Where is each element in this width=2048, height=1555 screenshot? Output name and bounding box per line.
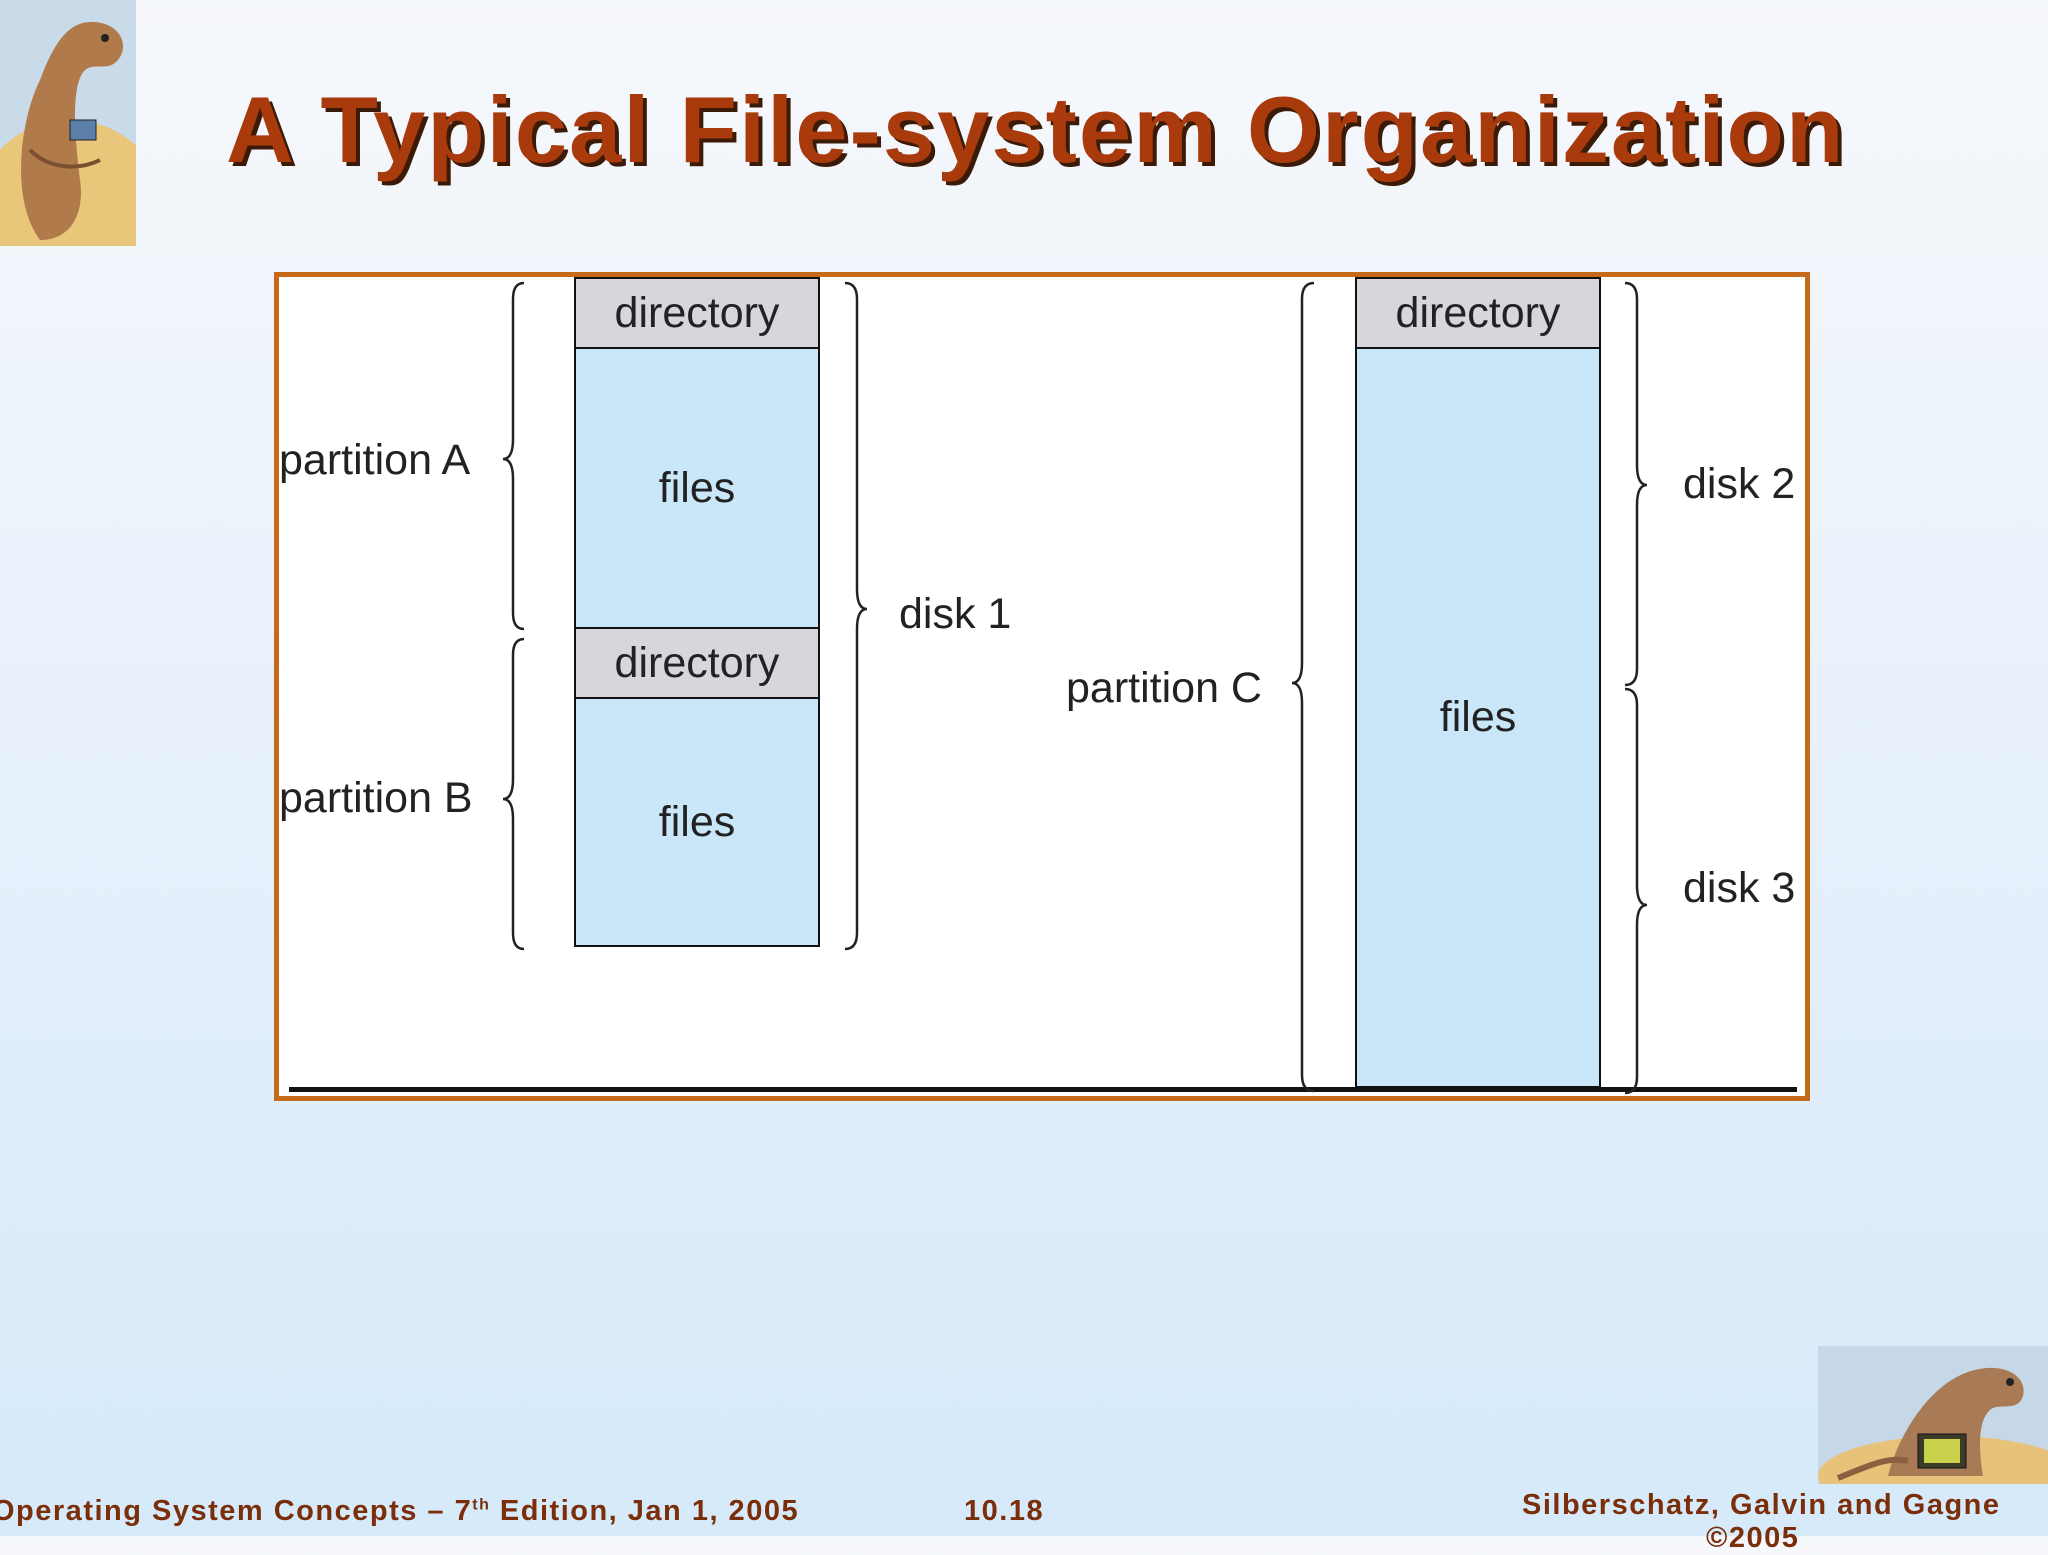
frame-bottom-line xyxy=(289,1087,1797,1092)
partition-c-directory: directory xyxy=(1355,277,1601,349)
partition-b-files: files xyxy=(574,697,820,947)
slide-title: A Typical File-system Organization xyxy=(226,77,1846,182)
disk-2-brace xyxy=(1624,281,1648,687)
dinosaur-mascot-bottom-icon xyxy=(1818,1346,2048,1484)
footer-book-title-suffix: Edition, Jan 1, 2005 xyxy=(490,1495,800,1527)
partition-a-files-label: files xyxy=(658,463,736,512)
footer-book-title-prefix: Operating System Concepts – 7 xyxy=(0,1495,473,1527)
disk-3-brace xyxy=(1624,687,1648,1095)
dinosaur-mascot-top-icon xyxy=(0,0,136,246)
footer-book-title: Operating System Concepts – 7th Edition,… xyxy=(0,1495,799,1528)
diagram-frame: directory files directory files director… xyxy=(274,272,1810,1101)
partition-c-directory-label: directory xyxy=(1395,288,1561,337)
footer-page-number: 10.18 xyxy=(964,1495,1045,1527)
partition-c-files-label: files xyxy=(1439,693,1517,741)
partition-a-directory: directory xyxy=(574,277,820,349)
partition-b-files-label: files xyxy=(658,797,736,846)
footer-authors: Silberschatz, Galvin and Gagne xyxy=(1522,1489,2001,1521)
disk-3-label: disk 3 xyxy=(1683,864,1796,912)
partition-b-brace xyxy=(502,637,525,951)
partition-b-directory-label: directory xyxy=(614,638,780,687)
footer-copyright: ©2005 xyxy=(1706,1522,1800,1554)
partition-c-files: files xyxy=(1355,347,1601,1088)
partition-a-brace xyxy=(502,281,525,631)
partition-a-files: files xyxy=(574,347,820,629)
disk-1-label: disk 1 xyxy=(899,590,1012,638)
partition-c-label: partition C xyxy=(1066,664,1262,712)
disk-2-label: disk 2 xyxy=(1683,460,1796,508)
disk-1-brace xyxy=(844,281,868,951)
footer-book-title-sup: th xyxy=(472,1496,491,1514)
partition-b-label: partition B xyxy=(279,774,473,822)
partition-c-brace xyxy=(1291,281,1315,1093)
partition-b-directory: directory xyxy=(574,627,820,699)
partition-a-directory-label: directory xyxy=(614,288,780,337)
partition-a-label: partition A xyxy=(279,436,471,484)
